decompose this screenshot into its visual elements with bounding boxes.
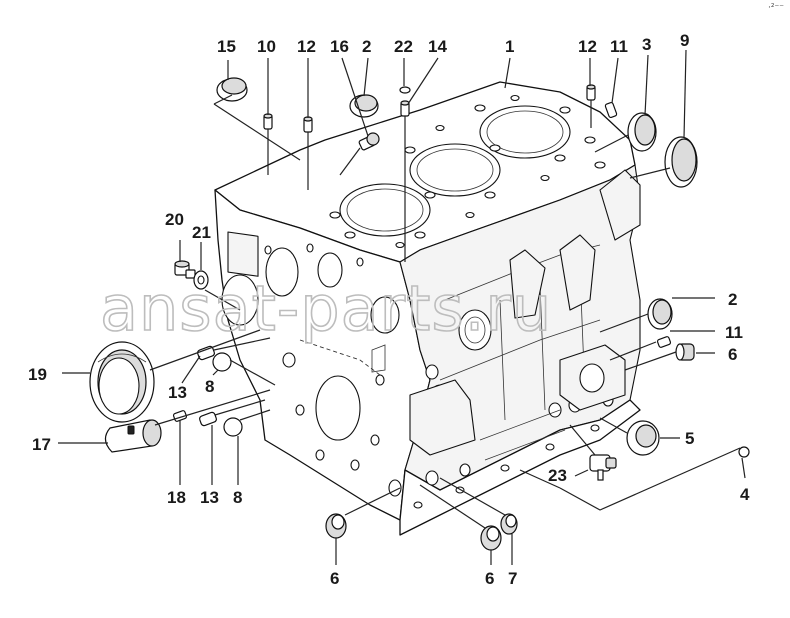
callout-2-top: 2	[362, 37, 371, 56]
plug-6-bottom-middle	[480, 525, 502, 551]
callout-15: 15	[217, 37, 236, 56]
callout-12-right: 12	[578, 37, 597, 56]
callout-6-bottom-middle: 6	[485, 569, 494, 588]
cylinder-bore-3	[479, 105, 571, 159]
watermark-text: ansat-parts.ru	[100, 272, 552, 345]
pin-12-left	[303, 116, 313, 133]
plug-2-side	[647, 298, 673, 330]
pin-11-side	[656, 336, 672, 348]
side-face-details	[409, 169, 641, 486]
callout-3: 3	[642, 35, 651, 54]
callout-22: 22	[394, 37, 413, 56]
callout-11-side: 11	[725, 323, 743, 342]
plug-6-bottom-left	[325, 513, 347, 539]
callout-13-lower: 13	[200, 488, 219, 507]
o-ring-22	[399, 86, 411, 94]
callout-17: 17	[32, 435, 51, 454]
sensor-23	[589, 454, 617, 481]
deck-holes	[329, 94, 606, 249]
callout-8-lower: 8	[233, 488, 242, 507]
oil-seal-19	[89, 341, 155, 423]
corner-mark: ·²⁻⁻	[768, 3, 784, 13]
pin-13-upper	[197, 345, 215, 361]
callout-5: 5	[685, 429, 694, 448]
plug-2-top	[349, 94, 379, 118]
bolt-20	[174, 260, 196, 279]
callout-18: 18	[167, 488, 186, 507]
callout-10: 10	[257, 37, 276, 56]
plug-16	[358, 132, 380, 151]
plug-8-upper	[212, 352, 232, 372]
cylinder-bore-1	[339, 183, 431, 237]
callout-14: 14	[428, 37, 447, 56]
crankshaft-bore	[315, 375, 361, 441]
pin-12-right	[586, 84, 596, 101]
plug-9	[664, 136, 698, 188]
pin-13-lower	[199, 411, 217, 427]
callout-11-top: 11	[610, 37, 628, 56]
callout-6-bottom-left: 6	[330, 569, 339, 588]
bushing-17	[104, 419, 162, 453]
callout-13-upper: 13	[168, 383, 187, 402]
callout-4: 4	[740, 485, 750, 504]
callout-2-side: 2	[728, 290, 737, 309]
callout-6-right: 6	[728, 345, 737, 364]
callout-labels: 15 10 12 16 2 22 14 1 12 11 3 9 20 21 2 …	[28, 31, 750, 588]
callout-20: 20	[165, 210, 184, 229]
callout-21: 21	[192, 223, 211, 242]
pin-11-top	[604, 102, 618, 118]
plug-5	[626, 420, 660, 456]
plug-3	[627, 112, 657, 152]
cylinder-block	[214, 81, 641, 536]
callout-1: 1	[505, 37, 514, 56]
callout-19: 19	[28, 365, 47, 384]
plug-15	[216, 77, 248, 102]
callout-9: 9	[680, 31, 689, 50]
callout-8-upper: 8	[205, 377, 214, 396]
plug-7	[500, 513, 518, 535]
callout-12-left: 12	[297, 37, 316, 56]
callout-16: 16	[330, 37, 349, 56]
plug-8-lower	[223, 417, 243, 437]
nipple-4	[738, 446, 750, 458]
pin-10	[263, 113, 273, 130]
block-lower-flange	[399, 399, 641, 536]
camshaft-bore	[265, 247, 299, 297]
callout-7: 7	[508, 569, 517, 588]
leader-lines	[58, 49, 746, 565]
cylinder-bore-2	[409, 143, 501, 197]
washer-21	[193, 270, 209, 290]
callout-23: 23	[548, 466, 567, 485]
plug-6-right	[675, 343, 695, 361]
